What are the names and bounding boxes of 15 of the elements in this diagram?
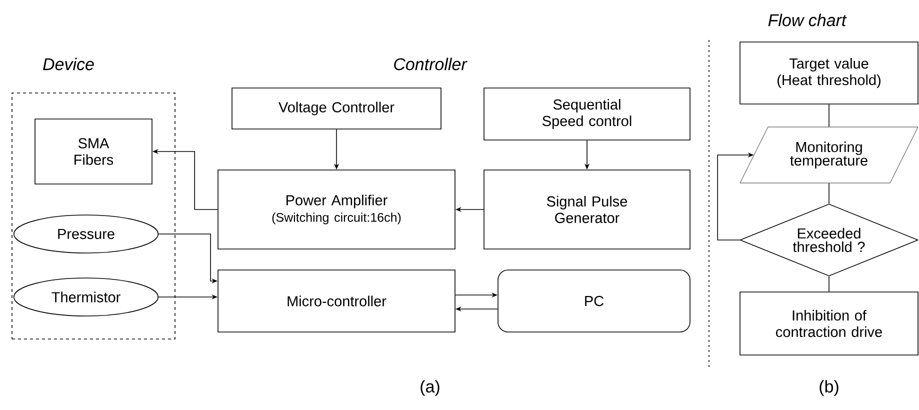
process-box: Signal Pulse Generator bbox=[484, 170, 690, 250]
chart-heading: Flow chart bbox=[768, 14, 847, 26]
group-heading: Device bbox=[43, 58, 94, 70]
group-heading: Controller bbox=[394, 58, 468, 70]
process-box: Voltage Controller bbox=[232, 88, 442, 130]
start-box: Target value (Heat threshold) bbox=[740, 42, 918, 104]
input-parallelogram: Monitoring temperature bbox=[740, 126, 918, 184]
panel-label: (b) bbox=[820, 380, 838, 396]
end-box: Inhibition of contraction drive bbox=[740, 292, 918, 356]
panel-label: (a) bbox=[420, 380, 440, 396]
process-box: Power Amplifier (Switching circuit:16ch) bbox=[218, 170, 456, 250]
component-box: SMA Fibers bbox=[34, 118, 152, 184]
process-box: Sequential Speed control bbox=[484, 88, 690, 140]
computer-box: PC bbox=[498, 270, 690, 332]
process-box: Micro-controller bbox=[218, 270, 456, 332]
